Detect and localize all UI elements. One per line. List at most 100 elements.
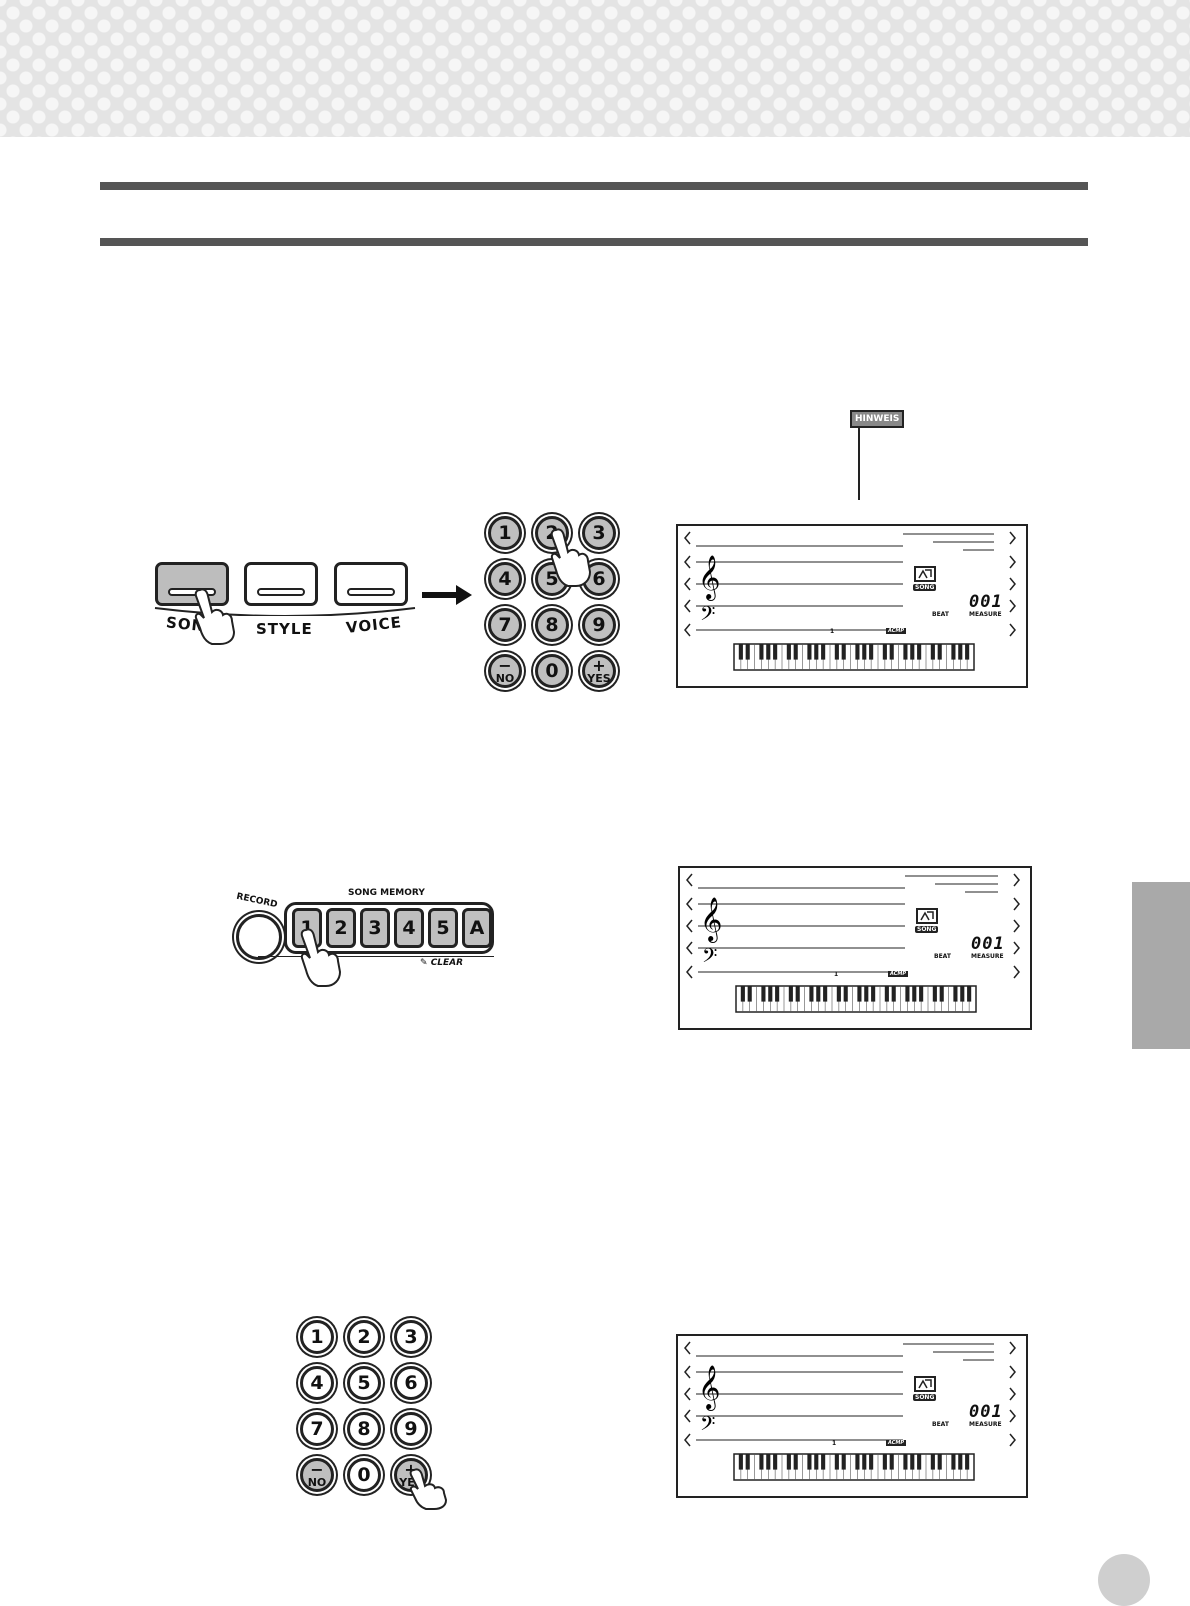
lcd-black-key	[917, 644, 922, 660]
lcd-black-key	[747, 986, 752, 1002]
key-3[interactable]: 3	[394, 1320, 428, 1354]
key-9[interactable]: 9	[394, 1412, 428, 1446]
lcd-black-key	[843, 986, 848, 1002]
lcd-black-key	[930, 1454, 935, 1470]
lcd-beat-label: BEAT	[932, 611, 949, 618]
lcd-black-key	[823, 986, 828, 1002]
voice-button[interactable]	[334, 562, 408, 606]
track-2-button[interactable]: 2	[326, 908, 356, 948]
note-tag-label: HINWEIS	[850, 410, 905, 428]
lcd-black-key	[855, 644, 860, 660]
mode-buttons-group: SONG STYLE VOICE	[150, 558, 420, 645]
key-0[interactable]: 0	[347, 1458, 381, 1492]
lcd-black-key	[836, 986, 841, 1002]
lcd-black-key	[775, 986, 780, 1002]
lcd-left-arrow-icon	[684, 1365, 691, 1379]
lcd-black-key	[939, 986, 944, 1002]
lcd-black-key	[903, 644, 908, 660]
lcd-black-key	[788, 986, 793, 1002]
track-a-button[interactable]: A	[462, 908, 492, 948]
lcd-black-key	[816, 986, 821, 1002]
key-1[interactable]: 1	[488, 516, 522, 550]
lcd-black-key	[958, 1454, 963, 1470]
key-3[interactable]: 3	[582, 516, 616, 550]
key-0[interactable]: 0	[535, 654, 569, 688]
lcd-black-key	[773, 1454, 778, 1470]
song-button[interactable]	[155, 562, 229, 606]
lcd-black-key	[786, 1454, 791, 1470]
bass-clef-icon: 𝄢	[702, 944, 717, 972]
key-6[interactable]: 6	[582, 562, 616, 596]
key-no[interactable]: −NO	[300, 1458, 334, 1492]
note-tag-pointer	[858, 428, 860, 500]
lcd-black-key	[965, 1454, 970, 1470]
lcd-right-arrow-icon	[1009, 599, 1016, 613]
lcd-black-key	[871, 986, 876, 1002]
voice-button-label: VOICE	[345, 613, 403, 637]
key-7[interactable]: 7	[488, 608, 522, 642]
key-6[interactable]: 6	[394, 1366, 428, 1400]
lcd-right-arrow-icon	[1009, 555, 1016, 569]
key-7[interactable]: 7	[300, 1412, 334, 1446]
lcd-black-key	[917, 1454, 922, 1470]
lcd-black-key	[862, 1454, 867, 1470]
lcd-left-arrow-icon	[684, 599, 691, 613]
lcd-left-arrow-icon	[684, 1433, 691, 1447]
record-button[interactable]	[236, 914, 282, 960]
lcd-black-key	[834, 644, 839, 660]
style-button[interactable]	[244, 562, 318, 606]
key-yes[interactable]: +YES	[582, 654, 616, 688]
lcd-beat-label: BEAT	[934, 953, 951, 960]
lcd-black-key	[814, 1454, 819, 1470]
key-2[interactable]: 2	[347, 1320, 381, 1354]
lcd-black-key	[965, 644, 970, 660]
lcd-measure-value: 001	[971, 934, 1005, 954]
lcd-graphics: 𝄞𝄢	[684, 531, 1016, 671]
key-no[interactable]: −NO	[488, 654, 522, 688]
key-9[interactable]: 9	[582, 608, 616, 642]
bass-clef-icon: 𝄢	[700, 1412, 715, 1440]
lcd-measure-value: 001	[969, 592, 1003, 612]
lcd-black-key	[841, 1454, 846, 1470]
lcd-black-key	[768, 986, 773, 1002]
track-3-button[interactable]: 3	[360, 908, 390, 948]
key-4[interactable]: 4	[488, 562, 522, 596]
title-rule-top	[100, 182, 1088, 190]
lcd-black-key	[958, 644, 963, 660]
lcd-black-key	[951, 644, 956, 660]
lcd-left-arrow-icon	[686, 965, 693, 979]
treble-clef-icon: 𝄞	[698, 555, 720, 601]
lcd-black-key	[855, 1454, 860, 1470]
lcd-graphics: 𝄞𝄢	[686, 873, 1020, 1013]
key-1[interactable]: 1	[300, 1320, 334, 1354]
clear-label-group: ✎ CLEAR	[420, 958, 463, 968]
lcd-black-key	[967, 986, 972, 1002]
key-8[interactable]: 8	[535, 608, 569, 642]
lcd-marker: 1	[834, 971, 839, 978]
numeric-keypad-bottom: 1 2 3 4 5 6 7 8 9 −NO 0 +YES	[298, 1318, 448, 1510]
lcd-acmp-label: ACMP	[886, 628, 907, 634]
style-button-label: STYLE	[256, 620, 313, 638]
key-8[interactable]: 8	[347, 1412, 381, 1446]
key-4[interactable]: 4	[300, 1366, 334, 1400]
lcd-song-badge: SONG	[915, 926, 939, 933]
lcd-black-key	[786, 644, 791, 660]
lcd-marker: 1	[832, 1440, 837, 1447]
page-number-marker	[1098, 1554, 1150, 1606]
lcd-black-key	[937, 1454, 942, 1470]
lcd-measure-label: MEASURE	[969, 611, 1002, 618]
note-tag: HINWEIS	[850, 406, 905, 428]
lcd-black-key	[759, 644, 764, 660]
lcd-black-key	[809, 986, 814, 1002]
pointing-hand-icon	[194, 588, 236, 645]
track-4-button[interactable]: 4	[394, 908, 424, 948]
pointing-hand-icon	[409, 1468, 448, 1510]
lcd-song-icon	[914, 566, 936, 586]
lcd-black-key	[821, 644, 826, 660]
lcd-black-key	[766, 644, 771, 660]
track-5-button[interactable]: 5	[428, 908, 458, 948]
lcd-right-arrow-icon	[1009, 1365, 1016, 1379]
lcd-black-key	[903, 1454, 908, 1470]
key-5[interactable]: 5	[347, 1366, 381, 1400]
lcd-left-arrow-icon	[684, 623, 691, 637]
